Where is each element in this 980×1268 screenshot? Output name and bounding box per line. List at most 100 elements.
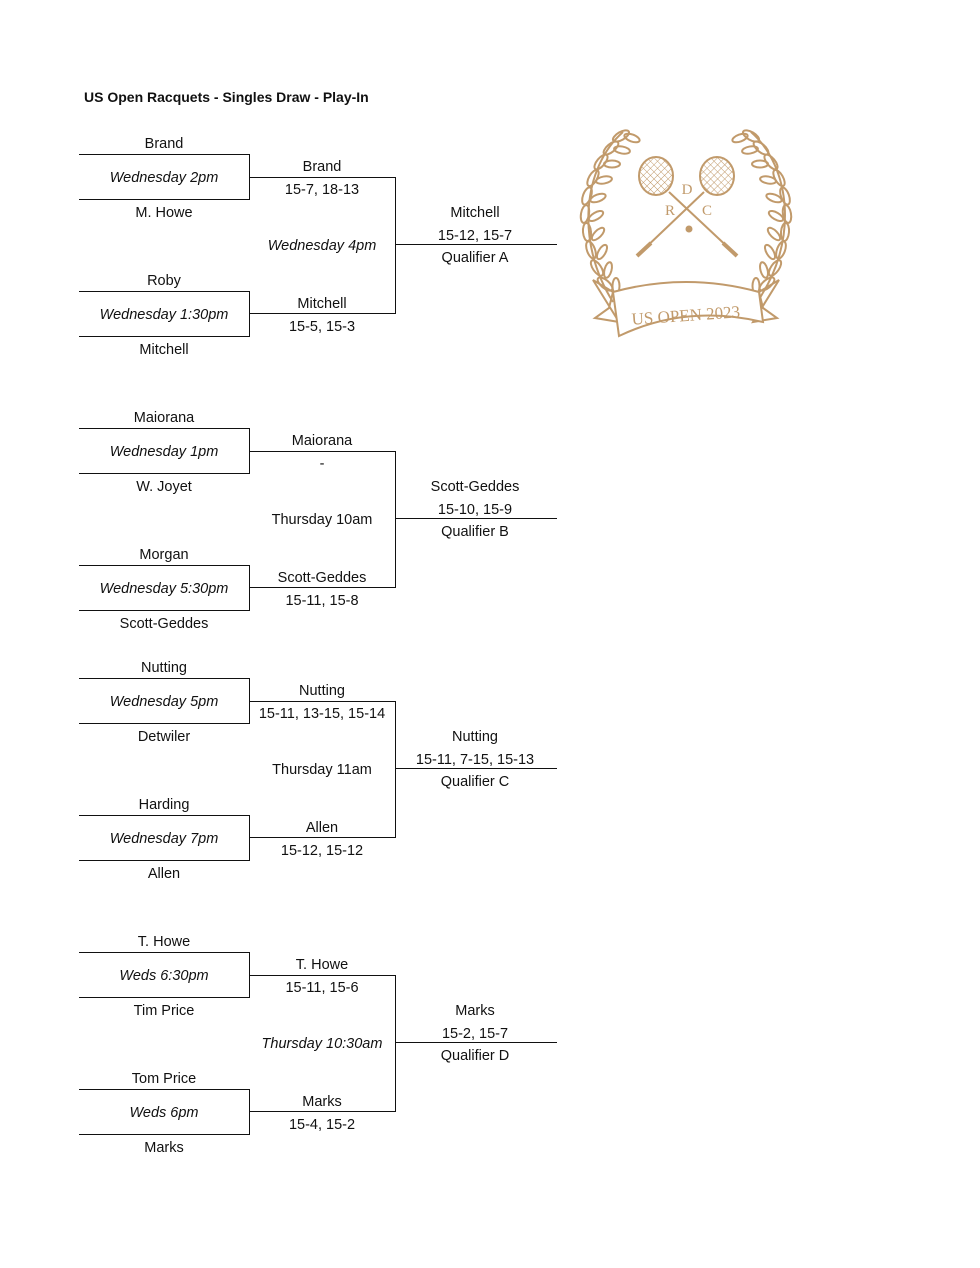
- laurel-leaf-icon: [581, 222, 593, 242]
- bracket-line: [395, 975, 396, 1111]
- banner-ribbon: [611, 281, 765, 338]
- laurel-leaf-icon: [579, 204, 591, 224]
- laurel-leaf-icon: [595, 175, 613, 185]
- bracket-line: [79, 952, 250, 953]
- semi-winner: Marks: [302, 1094, 342, 1110]
- player-name: Brand: [144, 136, 184, 152]
- semi-score: 15-5, 15-3: [288, 319, 356, 335]
- semi-winner: T. Howe: [295, 957, 349, 973]
- semi-score: 15-4, 15-2: [288, 1117, 356, 1133]
- laurel-leaf-icon: [587, 209, 605, 223]
- bracket-line: [249, 451, 396, 452]
- player-name: Harding: [138, 797, 190, 813]
- bracket-line: [249, 428, 250, 473]
- bracket-line: [79, 154, 250, 155]
- laurel-leaf-icon: [775, 240, 787, 260]
- semi-score: 15-11, 15-6: [285, 980, 359, 996]
- final-time: Thursday 11am: [272, 762, 372, 778]
- match-time: Wednesday 1:30pm: [99, 307, 229, 323]
- laurel-leaf-icon: [731, 132, 749, 144]
- player-name: Mitchell: [139, 342, 189, 358]
- shuttle-dot-icon: [685, 225, 693, 233]
- laurel-leaf-icon: [589, 259, 605, 277]
- match-time: Weds 6:30pm: [119, 968, 209, 984]
- racquet-grip-icon: [635, 241, 653, 258]
- final-score: 15-10, 15-9: [437, 502, 513, 518]
- match-time: Wednesday 5:30pm: [99, 581, 229, 597]
- qualifier-label: Qualifier D: [440, 1048, 510, 1064]
- laurel-leaf-icon: [603, 159, 621, 169]
- laurel-leaf-icon: [623, 132, 641, 144]
- final-winner: Mitchell: [450, 205, 500, 221]
- bracket-line: [79, 336, 250, 337]
- laurel-leaf-icon: [611, 129, 631, 143]
- final-time: Thursday 10am: [271, 512, 373, 528]
- semi-score: 15-11, 15-8: [285, 593, 359, 609]
- laurel-leaf-icon: [763, 243, 777, 261]
- laurel-leaf-icon: [741, 145, 759, 155]
- semi-winner: Brand: [302, 159, 342, 175]
- player-name: Allen: [147, 866, 181, 882]
- bracket-line: [249, 154, 250, 199]
- semi-winner: Mitchell: [297, 296, 347, 312]
- player-name: M. Howe: [135, 205, 193, 221]
- bracket-line: [395, 244, 557, 245]
- match-time: Wednesday 7pm: [109, 831, 219, 847]
- laurel-leaf-icon: [590, 226, 606, 242]
- bracket-line: [79, 199, 250, 200]
- bracket-line: [249, 587, 396, 588]
- bracket-line: [79, 610, 250, 611]
- laurel-leaf-icon: [766, 226, 782, 242]
- laurel-leaf-icon: [752, 140, 770, 156]
- semi-score: 15-12, 15-12: [280, 843, 364, 859]
- semi-score: 15-7, 18-13: [284, 182, 360, 198]
- laurel-leaf-icon: [751, 159, 769, 169]
- bracket-line: [79, 1134, 250, 1135]
- logo-letter-r: R: [665, 203, 675, 219]
- racquet-handle-icon: [668, 191, 734, 253]
- bracket-line: [79, 860, 250, 861]
- qualifier-label: Qualifier B: [441, 524, 509, 540]
- semi-winner: Scott-Geddes: [277, 570, 367, 586]
- semi-score: -: [319, 456, 325, 472]
- player-name: Morgan: [139, 547, 189, 563]
- player-name: Nutting: [141, 660, 187, 676]
- bracket-line: [249, 313, 396, 314]
- bracket-line: [249, 837, 396, 838]
- racquet-handle-icon: [640, 191, 705, 253]
- final-time: Thursday 10:30am: [261, 1036, 383, 1052]
- player-name: T. Howe: [137, 934, 191, 950]
- bracket-line: [79, 428, 250, 429]
- bracket-line: [395, 177, 396, 313]
- bracket-line: [79, 997, 250, 998]
- semi-winner: Allen: [305, 820, 339, 836]
- match-time: Wednesday 2pm: [109, 170, 219, 186]
- bracket-line: [395, 451, 396, 587]
- laurel-leaf-icon: [589, 192, 607, 204]
- laurel-leaf-icon: [602, 140, 620, 156]
- final-score: 15-12, 15-7: [437, 228, 513, 244]
- player-name: W. Joyet: [136, 479, 192, 495]
- player-name: Detwiler: [137, 729, 191, 745]
- qualifier-label: Qualifier A: [441, 250, 509, 266]
- racquet-head-icon: [699, 156, 735, 196]
- laurel-leaf-icon: [603, 261, 613, 279]
- laurel-leaf-icon: [765, 192, 783, 204]
- laurel-leaf-icon: [759, 175, 777, 185]
- laurel-leaf-icon: [767, 209, 785, 223]
- semi-winner: Maiorana: [291, 433, 353, 449]
- bracket-line: [79, 565, 250, 566]
- racquet-grip-icon: [721, 241, 739, 258]
- laurel-leaf-icon: [741, 129, 761, 143]
- bracket-line: [79, 815, 250, 816]
- semi-winner: Nutting: [299, 683, 345, 699]
- semi-score: 15-11, 13-15, 15-14: [258, 706, 386, 722]
- bracket-line: [79, 678, 250, 679]
- final-time: Wednesday 4pm: [267, 238, 377, 254]
- final-score: 15-2, 15-7: [441, 1026, 509, 1042]
- player-name: Maiorana: [133, 410, 195, 426]
- final-winner: Nutting: [452, 729, 498, 745]
- laurel-leaf-icon: [759, 261, 769, 279]
- player-name: Tim Price: [133, 1003, 195, 1019]
- bracket-line: [249, 678, 250, 723]
